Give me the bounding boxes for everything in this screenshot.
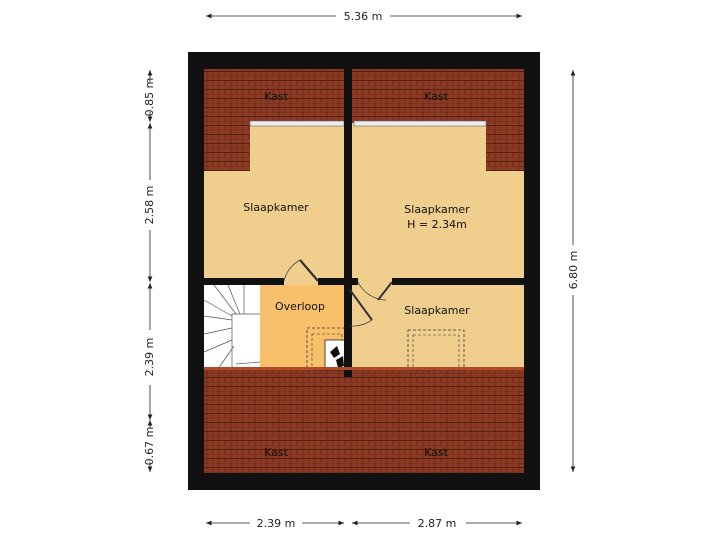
skylight-inner [412, 334, 460, 371]
roof-corner-left [204, 123, 250, 171]
dimension-left-label-2: 2.58 m [143, 186, 156, 225]
knee-wall-bottom [204, 367, 524, 370]
label-slaapkamer-bottom: Slaapkamer [404, 304, 470, 317]
dimension-left-label-1: 0.85 m [143, 78, 156, 117]
door-landing [349, 289, 373, 327]
roof-top-left [204, 69, 344, 123]
interior-wall-horizontal-left [204, 278, 284, 285]
roof-corner-right [486, 123, 524, 171]
appliance-icon [330, 346, 344, 368]
roof-bottom [204, 369, 524, 473]
dimension-left-label-3: 2.39 m [143, 338, 156, 377]
door-left-bedroom [283, 259, 319, 282]
skylight [407, 329, 465, 371]
stair-treads [203, 284, 261, 370]
dimension-right-label: 6.80 m [567, 251, 580, 290]
interior-wall-vertical [344, 69, 352, 377]
dimension-left-label-4: 0.67 m [143, 427, 156, 466]
dimension-bottom-label-2: 2.87 m [418, 517, 457, 530]
label-slaapkamer-left: Slaapkamer [243, 201, 309, 214]
door-right-bedroom [357, 281, 393, 301]
interior-wall-horizontal-right2 [392, 278, 524, 285]
label-kast-top-left: Kast [264, 90, 288, 103]
label-slaapkamer-right-height: H = 2.34m [407, 218, 467, 231]
label-kast-bottom-left: Kast [264, 446, 288, 459]
label-overloop: Overloop [275, 300, 325, 313]
roof-top-right [352, 69, 524, 123]
dimension-top-label: 5.36 m [344, 10, 383, 23]
interior-wall-horizontal-mid [318, 278, 352, 285]
dimension-bottom-label-1: 2.39 m [257, 517, 296, 530]
label-kast-bottom-right: Kast [424, 446, 448, 459]
interior-wall-horizontal-right [352, 278, 358, 285]
label-kast-top-right: Kast [424, 90, 448, 103]
label-slaapkamer-right: Slaapkamer [404, 203, 470, 216]
knee-wall-top-right [353, 120, 487, 127]
knee-wall-top-left [249, 120, 345, 127]
